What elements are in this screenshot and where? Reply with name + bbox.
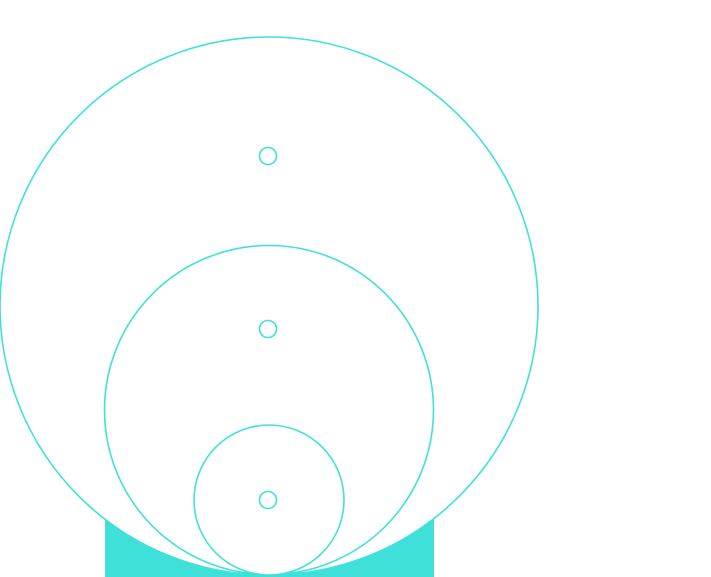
inner-circle	[193, 424, 345, 576]
center-marker-middle	[258, 319, 278, 339]
center-marker-bottom	[258, 490, 278, 510]
center-marker-top	[258, 146, 278, 166]
